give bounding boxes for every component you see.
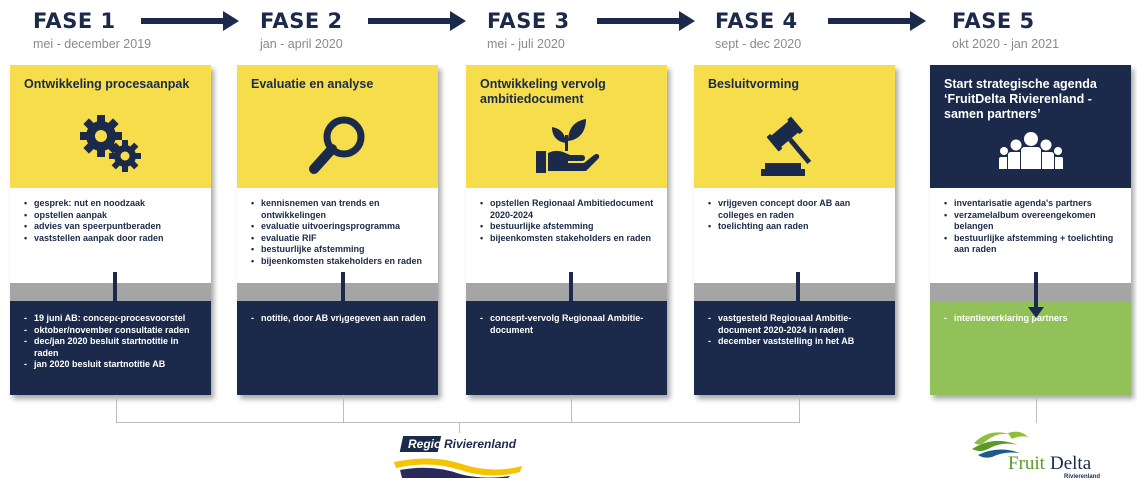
card-header: Evaluatie en analyse [237,65,438,188]
card-activities: opstellen Regionaal Ambitiedocument 2020… [466,188,667,283]
connector-bracket [116,395,800,423]
connector-line [343,395,344,423]
outcome-item: notitie, door AB vrijgegeven aan raden [251,313,428,325]
phase-card-3: Ontwikkeling vervolg ambitiedocument ops… [466,65,667,395]
phase-card-2: Evaluatie en analyse kennisnemen van tre… [237,65,438,395]
down-arrow-icon [790,272,806,318]
phase-card-4: Besluitvorming vrijgeven concept door AB… [694,65,895,395]
activity-item: inventarisatie agenda's partners [944,198,1121,210]
activity-item: evaluatie uitvoeringsprogramma [251,221,428,233]
activity-item: verzamelalbum overeengekomen belangen [944,210,1121,233]
card-title: Besluitvorming [708,77,799,91]
activity-item: bestuurlijke afstemming + toelichting aa… [944,233,1121,256]
card-activities: inventarisatie agenda's partners verzame… [930,188,1131,283]
regio-rivierenland-logo: Regio Rivierenland [394,436,522,478]
card-title: Ontwikkeling procesaanpak [24,77,190,91]
card-title: Evaluatie en analyse [251,77,374,91]
divider-band [694,283,895,301]
activity-item: kennisnemen van trends en ontwikkelingen [251,198,428,221]
phase-header-5: FASE 5 okt 2020 - jan 2021 [952,8,1137,51]
phase-header-1: FASE 1 mei - december 2019 [33,8,243,51]
right-arrow-icon [368,11,466,31]
card-header: Ontwikkeling vervolg ambitiedocument [466,65,667,188]
fruitdelta-logo: Fruit Delta Rivierenland [972,431,1100,480]
activity-item: bijeenkomsten stakeholders en raden [480,233,657,245]
fruit-logo-subtext: Rivierenland [1064,474,1100,480]
regio-logo-text-b: Rivierenland [444,437,517,451]
fruit-logo-text-a: Fruit [1008,453,1046,474]
phase-card-5: Start strategische agenda ‘FruitDelta Ri… [930,65,1131,395]
right-arrow-icon [141,11,239,31]
phase-date: okt 2020 - jan 2021 [952,37,1060,51]
card-title: Start strategische agenda ‘FruitDelta Ri… [944,77,1097,121]
card-header: Ontwikkeling procesaanpak [10,65,211,188]
phase-date: jan - april 2020 [260,37,343,51]
outcome-item: 19 juni AB: concept-procesvoorstel [24,313,201,325]
right-arrow-icon [597,11,695,31]
activity-item: bijeenkomsten stakeholders en raden [251,256,428,268]
phase-card-1: Ontwikkeling procesaanpak [10,65,211,395]
outcome-item: vastgesteld Regionaal Ambitie-document 2… [708,313,885,336]
divider-band [466,283,667,301]
down-arrow-icon [335,272,351,318]
down-arrow-icon [1028,272,1044,318]
connector-line [571,395,572,423]
divider-band [930,283,1131,301]
activity-item: advies van speerpuntberaden [24,221,201,233]
group-icon [998,132,1063,169]
activity-item: toelichting aan raden [708,221,885,233]
phase-title: FASE 1 [33,9,116,33]
down-arrow-icon [563,272,579,318]
phase-title: FASE 4 [715,9,798,33]
card-title: Ontwikkeling vervolg ambitiedocument [480,77,606,106]
phase-header-4: FASE 4 sept - dec 2020 [715,8,925,51]
divider-band [237,283,438,301]
connector-line [1036,395,1037,423]
phase-date: sept - dec 2020 [715,37,802,51]
phase-date: mei - juli 2020 [487,37,565,51]
phase-header-2: FASE 2 jan - april 2020 [260,8,470,51]
right-arrow-icon [828,11,926,31]
card-activities: gesprek: nut en noodzaak opstellen aanpa… [10,188,211,283]
connector-line [459,423,460,433]
activity-item: opstellen aanpak [24,210,201,222]
activity-item: evaluatie RIF [251,233,428,245]
outcome-item: oktober/november consultatie raden [24,325,201,337]
phase-header-3: FASE 3 mei - juli 2020 [487,8,697,51]
outcome-item: december vaststelling in het AB [708,336,885,348]
card-header: Besluitvorming [694,65,895,188]
divider-band [10,283,211,301]
phase-title: FASE 2 [260,9,343,33]
activity-item: gesprek: nut en noodzaak [24,198,201,210]
outcome-item: intentieverklaring partners [944,313,1121,325]
gavel-icon [760,116,811,176]
down-arrow-icon [107,272,123,318]
fruit-logo-text-b: Delta [1050,453,1092,474]
activity-item: vrijgeven concept door AB aan colleges e… [708,198,885,221]
card-activities: vrijgeven concept door AB aan colleges e… [694,188,895,283]
activity-item: opstellen Regionaal Ambitiedocument 2020… [480,198,657,221]
phase-title: FASE 3 [487,9,570,33]
outcome-item: concept-vervolg Regionaal Ambitie-docume… [480,313,657,336]
card-header: Start strategische agenda ‘FruitDelta Ri… [930,65,1131,188]
activity-item: bestuurlijke afstemming [480,221,657,233]
regio-logo-text-a: Regio [408,437,441,451]
outcome-item: dec/jan 2020 besluit startnotitie in rad… [24,336,201,359]
hand-plant-icon [535,119,599,173]
activity-item: vaststellen aanpak door raden [24,233,201,245]
phase-title: FASE 5 [952,9,1035,33]
phase-date: mei - december 2019 [33,37,152,51]
activity-item: bestuurlijke afstemming [251,244,428,256]
outcome-item: jan 2020 besluit startnotitie AB [24,359,201,371]
gears-icon [79,115,141,172]
magnifier-icon [308,116,364,174]
card-outcomes: vastgesteld Regionaal Ambitie-document 2… [694,301,895,395]
card-activities: kennisnemen van trends en ontwikkelingen… [237,188,438,283]
